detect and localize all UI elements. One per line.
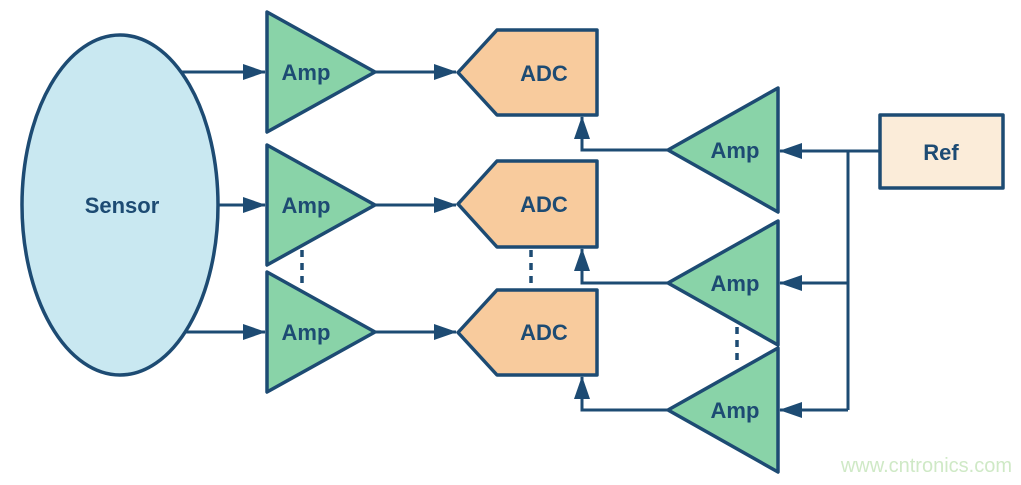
- adc1-label: ADC: [520, 61, 568, 86]
- input-amp2-label: Amp: [282, 193, 331, 218]
- input-amp1-label: Amp: [282, 60, 331, 85]
- wire-refamp2-to-adc2: [574, 248, 668, 285]
- adc3-label: ADC: [520, 320, 568, 345]
- watermark-text: www.cntronics.com: [840, 455, 1012, 477]
- adc2-label: ADC: [520, 192, 568, 217]
- input-amp2-node: [265, 143, 377, 267]
- ref-amp3-node: [666, 346, 780, 474]
- ref-amp1-node: [666, 86, 780, 214]
- input-amp3-node: [265, 270, 377, 394]
- ref-label: Ref: [923, 140, 959, 165]
- wire-refamp3-to-adc3: [574, 376, 668, 412]
- sensor-node: [20, 33, 220, 377]
- adc2-node: [456, 159, 599, 249]
- wire-refamp1-to-adc1: [574, 116, 668, 152]
- adc1-node: [456, 28, 599, 117]
- ref-amp1-label: Amp: [711, 138, 760, 163]
- ref-amp2-node: [666, 219, 780, 347]
- sensor-label: Sensor: [85, 193, 160, 218]
- ref-amp2-label: Amp: [711, 271, 760, 296]
- ref-node: [878, 113, 1005, 190]
- adc3-node: [456, 288, 599, 377]
- input-amp3-label: Amp: [282, 320, 331, 345]
- input-amp1-node: [265, 10, 377, 134]
- ref-amp3-label: Amp: [711, 398, 760, 423]
